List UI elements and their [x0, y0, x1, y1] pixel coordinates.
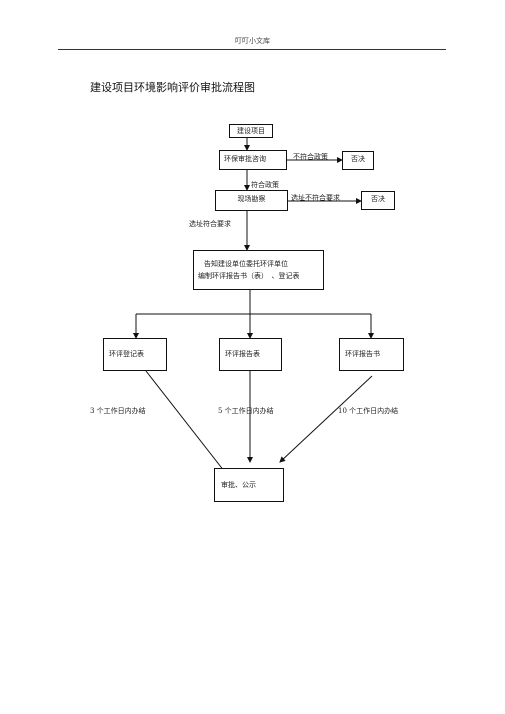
arrow-register-to-approve — [145, 370, 229, 477]
node-reject-2: 否决 — [361, 191, 395, 210]
arrow-report-book-to-approve — [279, 375, 373, 463]
node-report-table: 环评报告表 — [219, 338, 282, 371]
edge-label-5-days: 5 个工作日内办结 — [218, 407, 274, 415]
node-register: 环评登记表 — [103, 338, 167, 371]
node-survey: 现场勘察 — [215, 190, 288, 211]
node-survey-label: 现场勘察 — [237, 195, 266, 203]
node-project: 建设项目 — [229, 124, 273, 138]
edge-label-site-not-ok: 选址不符合要求 — [291, 194, 340, 202]
node-report-book: 环评报告书 — [339, 338, 404, 371]
node-report-book-label: 环评报告书 — [345, 350, 380, 358]
node-register-label: 环评登记表 — [109, 350, 144, 358]
node-review-label: 环保审批咨询 — [224, 155, 266, 163]
edge-label-site-ok: 选址符合要求 — [189, 220, 231, 228]
node-review: 环保审批咨询 — [219, 150, 287, 170]
edge-label-10-days: 10 个工作日内办结 — [338, 407, 399, 415]
node-report-table-label: 环评报告表 — [225, 350, 260, 358]
page-title: 建设项目环境影响评价审批流程图 — [90, 81, 255, 94]
node-notify-line-2: 编制环评报告书（表） 、登记表 — [198, 272, 300, 280]
header-divider — [58, 49, 446, 50]
node-notify-line-1: 告知建设单位委托环评单位 — [204, 260, 288, 268]
edge-label-policy-ok: 符合政策 — [251, 181, 279, 189]
node-approve: 审批、公示 — [214, 468, 284, 502]
edge-label-not-policy: 不符合政策 — [293, 153, 328, 161]
header-site-name: 叮叮小文库 — [235, 37, 270, 45]
node-approve-label: 审批、公示 — [221, 481, 256, 489]
node-reject-2-label: 否决 — [371, 195, 385, 203]
node-project-label: 建设项目 — [237, 127, 265, 135]
node-reject-1-label: 否决 — [351, 155, 365, 163]
node-notify: 告知建设单位委托环评单位 编制环评报告书（表） 、登记表 — [193, 250, 324, 290]
node-reject-1: 否决 — [342, 151, 374, 170]
edge-label-3-days: 3 个工作日内办结 — [90, 407, 146, 415]
